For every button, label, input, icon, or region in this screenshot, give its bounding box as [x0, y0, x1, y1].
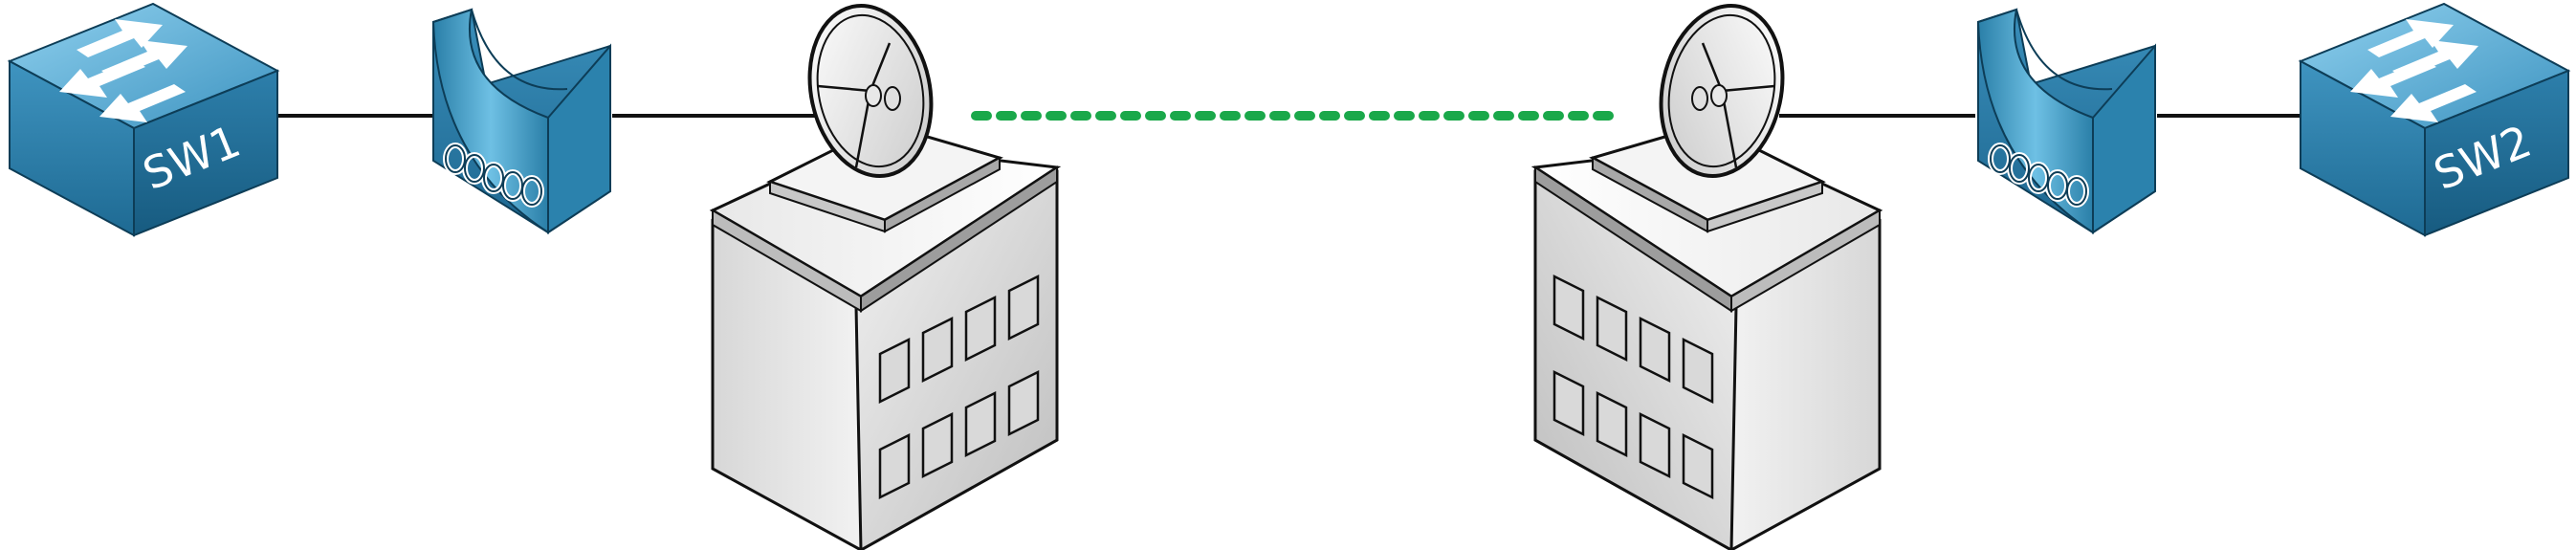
switch-sw1: SW1 [9, 3, 278, 236]
building-left [711, 0, 1059, 550]
wireless-bridge-icon [1978, 10, 2155, 232]
wireless-bridge-left [433, 10, 610, 232]
switch-sw2: SW2 [2300, 3, 2569, 236]
switch-icon [2300, 3, 2569, 236]
wireless-bridge-icon [433, 10, 610, 232]
building-right [1533, 0, 1882, 550]
wireless-bridge-right [1978, 10, 2155, 232]
switch-icon [9, 3, 278, 236]
